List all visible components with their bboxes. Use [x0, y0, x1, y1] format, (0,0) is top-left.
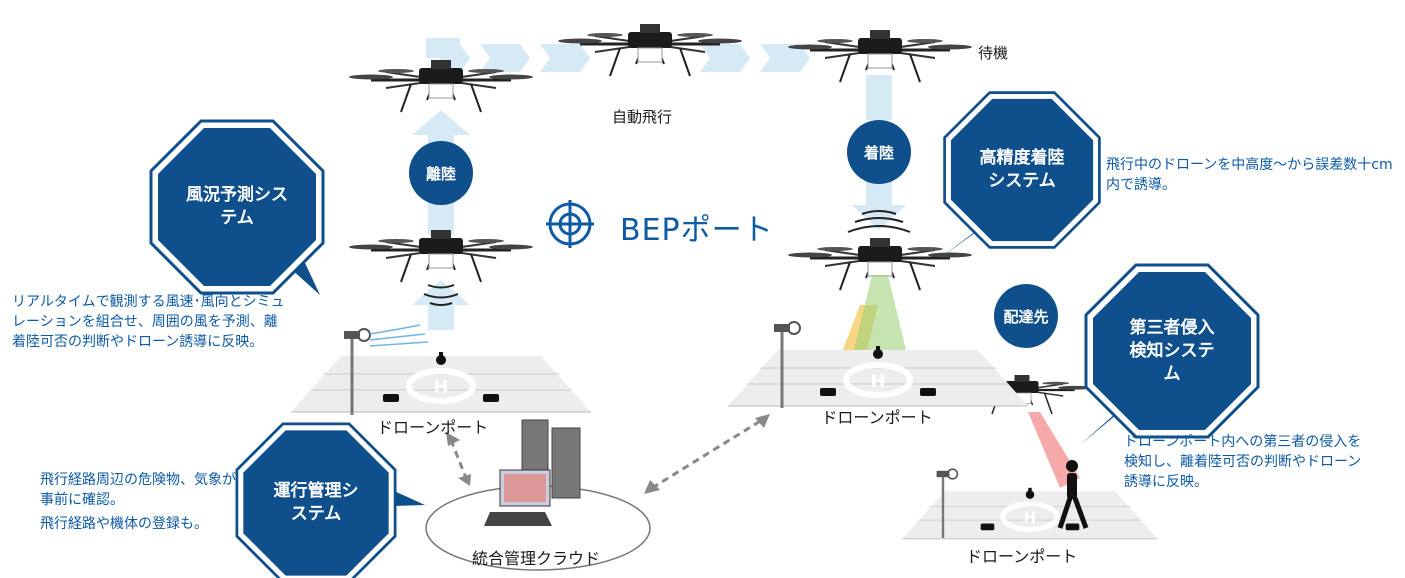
takeoff-badge: 離陸	[409, 141, 473, 205]
connection-arrows	[449, 418, 763, 490]
port-label-right: ドローンポート	[966, 547, 1078, 566]
bep-logo-icon	[546, 200, 594, 248]
cloud-label: 統合管理クラウド	[472, 549, 601, 568]
operation-system-desc1: 飛行経路周辺の危険物、気象が事前に確認。	[40, 472, 236, 508]
port-label-center: ドローンポート	[821, 408, 933, 427]
intrusion-system-title: 第三者侵入検知システム	[1129, 318, 1215, 384]
drone-icon-standby	[786, 28, 974, 84]
wind-lines-icon	[369, 324, 429, 347]
drone-icon-takeoff-low	[347, 228, 535, 284]
drone-port-pad-right	[903, 488, 1158, 539]
wind-system-desc: リアルタイムで観測する風速･風向とシミュレーションを組合せ、周囲の風を予測、離着…	[12, 294, 285, 350]
intrusion-system-desc: ドローンポート内への第三者の侵入を検知し、離着陸可否の判断やドローン誘導に反映。	[1124, 434, 1362, 490]
auto-flight-label: 自動飛行	[612, 108, 673, 126]
delivery-badge: 配達先	[994, 284, 1058, 348]
arrowheads	[446, 414, 770, 494]
standby-label: 待機	[978, 44, 1009, 62]
port-label-left: ドローンポート	[377, 418, 489, 437]
drone-port-pad-left	[291, 352, 591, 412]
person-icon	[1057, 460, 1089, 529]
drone-port-pad-center	[728, 346, 1028, 406]
precision-system-title: 高精度着陸システム	[979, 148, 1065, 191]
bep-logo-text: BEPポート	[620, 213, 774, 248]
wind-system-title: 風況予測システム	[186, 185, 288, 228]
precision-system-desc: 飛行中のドローンを中高度～から誤差数十cm内で誘導。	[1106, 157, 1393, 193]
operation-system-title: 運行管理システム	[273, 481, 359, 524]
callout-tail-operation	[392, 490, 425, 506]
operation-system-desc2: 飛行経路や機体の登録も。	[40, 516, 208, 532]
server-icon	[484, 419, 581, 526]
landing-badge: 着陸	[847, 120, 911, 184]
signal-waves-icon	[423, 210, 911, 306]
flight-path-arrows	[412, 38, 906, 330]
